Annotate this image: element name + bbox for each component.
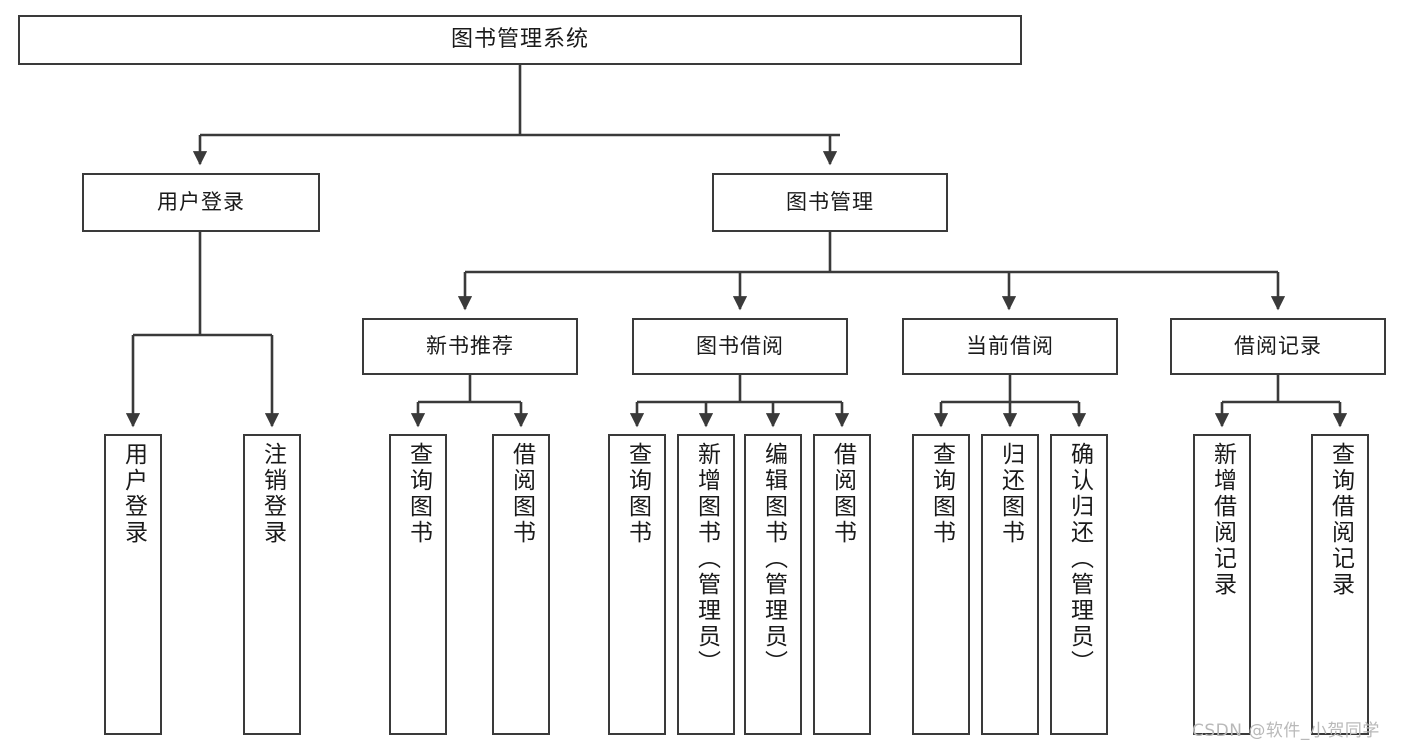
node-label: 用户登录 bbox=[157, 189, 245, 214]
node-label: 新书推荐 bbox=[426, 333, 514, 358]
node-new-book-recommend[interactable]: 新书推荐 bbox=[362, 318, 578, 375]
node-label: 查询图书 bbox=[624, 442, 651, 546]
leaf-borrow-books[interactable]: 借阅图书 bbox=[813, 434, 871, 735]
node-book-management[interactable]: 图书管理 bbox=[712, 173, 948, 232]
node-label: 注销登录 bbox=[259, 442, 286, 546]
leaf-query-borrow-record[interactable]: 查询借阅记录 bbox=[1311, 434, 1369, 735]
node-label: 编辑图书（管理员） bbox=[760, 442, 787, 676]
leaf-query-books-current[interactable]: 查询图书 bbox=[912, 434, 970, 735]
leaf-return-books[interactable]: 归还图书 bbox=[981, 434, 1039, 735]
node-label: 确认归还（管理员） bbox=[1066, 442, 1093, 676]
leaf-query-books-recommend[interactable]: 查询图书 bbox=[389, 434, 447, 735]
node-label: 查询借阅记录 bbox=[1327, 442, 1354, 598]
node-label: 图书借阅 bbox=[696, 333, 784, 358]
node-label: 新增借阅记录 bbox=[1209, 442, 1236, 598]
node-label: 新增图书（管理员） bbox=[693, 442, 720, 676]
leaf-user-login[interactable]: 用户登录 bbox=[104, 434, 162, 735]
node-label: 查询图书 bbox=[405, 442, 432, 546]
leaf-logout[interactable]: 注销登录 bbox=[243, 434, 301, 735]
node-book-borrow[interactable]: 图书借阅 bbox=[632, 318, 848, 375]
leaf-add-borrow-record[interactable]: 新增借阅记录 bbox=[1193, 434, 1251, 735]
leaf-edit-book-admin[interactable]: 编辑图书（管理员） bbox=[744, 434, 802, 735]
node-label: 当前借阅 bbox=[966, 333, 1054, 358]
leaf-borrow-books-recommend[interactable]: 借阅图书 bbox=[492, 434, 550, 735]
leaf-add-book-admin[interactable]: 新增图书（管理员） bbox=[677, 434, 735, 735]
node-label: 图书管理系统 bbox=[450, 26, 589, 52]
node-label: 归还图书 bbox=[997, 442, 1024, 546]
leaf-query-books-borrow[interactable]: 查询图书 bbox=[608, 434, 666, 735]
node-current-borrow[interactable]: 当前借阅 bbox=[902, 318, 1118, 375]
node-label: 借阅图书 bbox=[508, 442, 535, 546]
node-label: 借阅图书 bbox=[829, 442, 856, 546]
node-borrow-record[interactable]: 借阅记录 bbox=[1170, 318, 1386, 375]
node-user-login[interactable]: 用户登录 bbox=[82, 173, 320, 232]
watermark-text: CSDN @软件_小贺同学 bbox=[1192, 721, 1380, 741]
node-label: 查询图书 bbox=[928, 442, 955, 546]
node-label: 图书管理 bbox=[786, 189, 874, 214]
node-label: 借阅记录 bbox=[1234, 333, 1322, 358]
leaf-confirm-return-admin[interactable]: 确认归还（管理员） bbox=[1050, 434, 1108, 735]
node-label: 用户登录 bbox=[120, 442, 147, 546]
node-root-system[interactable]: 图书管理系统 bbox=[18, 15, 1022, 65]
